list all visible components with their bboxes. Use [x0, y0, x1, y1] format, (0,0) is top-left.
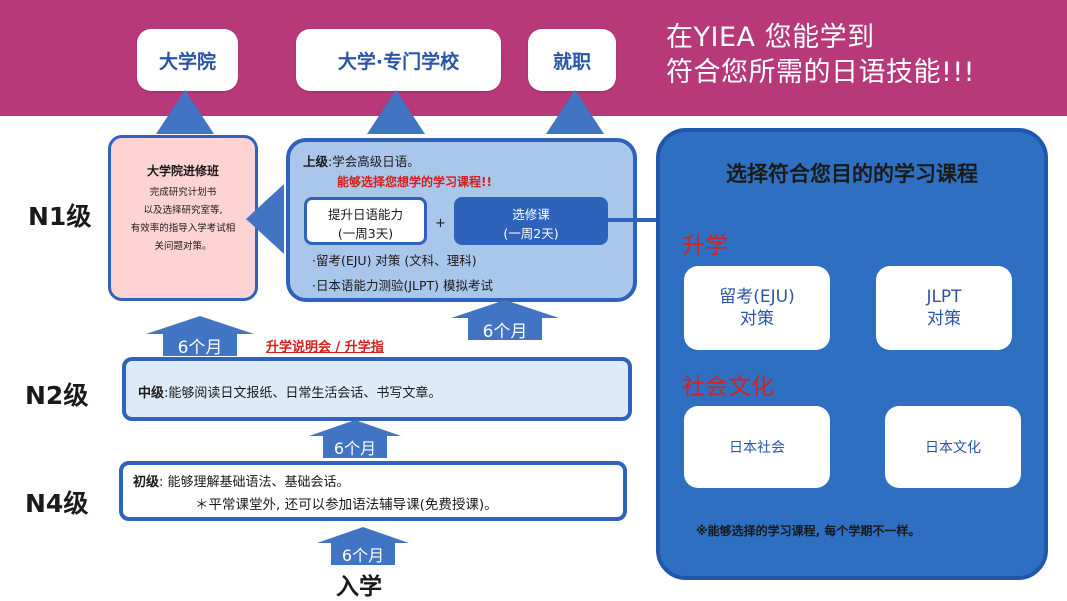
grad-course-box: 大学院进修班 完成研究计划书 以及选择研究室等, 有效率的指导入学考试相 关问题…	[108, 135, 258, 301]
grad-course-desc-1: 完成研究计划书	[149, 187, 217, 198]
course-japanese-improvement: 提升日语能力 (一周3天)	[304, 197, 427, 245]
n2-label: 中级	[138, 386, 165, 401]
n2-course-box: 中级:能够阅读日文报纸、日常生活会话、书写文章。	[122, 357, 632, 421]
n1-course-box: 上级:学会高级日语。 能够选择您想学的学习课程!! 提升日语能力 (一周3天) …	[286, 138, 637, 302]
n1-choose-text: 能够选择您想学的学习课程!!	[337, 175, 492, 189]
n4-desc-2: ＊平常课堂外, 还可以参加语法辅导课(免费授课)。	[195, 497, 498, 513]
grad-course-desc-2: 以及选择研究室等,	[143, 205, 223, 216]
n2-text: 中级:能够阅读日文报纸、日常生活会话、书写文章。	[138, 382, 441, 401]
arrow-6months-to-n2: 6个月	[309, 420, 401, 458]
section-social-culture: 社会文化	[682, 374, 774, 400]
arrow-to-grad-course-icon	[246, 184, 284, 254]
arrow-to-grad-icon	[156, 90, 214, 134]
card-eju[interactable]: 留考(EJU) 对策	[684, 266, 830, 350]
dest-graduate-school: 大学院	[137, 29, 238, 91]
grad-course-desc-4: 关问题对策。	[154, 241, 212, 252]
course-a-sub: (一周3天)	[337, 226, 394, 241]
course-b-sub: (一周2天)	[503, 226, 559, 241]
grad-course-desc-3: 有效率的指导入学考试相	[130, 223, 236, 234]
level-n1: N1级	[28, 202, 92, 231]
n4-line1: 初级: 能够理解基础语法、基础会话。	[133, 471, 350, 490]
arrow-head-icon	[146, 316, 254, 334]
course-elective: 选修课 (一周2天)	[454, 197, 608, 245]
n4-course-box: 初级: 能够理解基础语法、基础会话。 ＊平常课堂外, 还可以参加语法辅导课(免费…	[119, 461, 627, 521]
dest-university: 大学·专门学校	[296, 29, 501, 91]
arrow-to-univ-icon	[367, 90, 425, 134]
arrow-label: 6个月	[331, 543, 395, 565]
arrow-head-icon	[309, 420, 401, 436]
card-eju-line2: 对策	[740, 309, 774, 329]
card-japanese-culture[interactable]: 日本文化	[885, 406, 1021, 488]
n2-desc: :能够阅读日文报纸、日常生活会话、书写文章。	[164, 386, 442, 401]
card-jlpt-line1: JLPT	[926, 287, 962, 307]
arrow-head-icon	[451, 300, 559, 318]
arrow-6months-to-n1: 6个月	[451, 300, 559, 342]
grad-course-title: 大学院进修班	[146, 164, 219, 178]
headline-line2: 符合您所需的日语技能!!!	[666, 57, 975, 88]
card-eju-line1: 留考(EJU)	[719, 287, 795, 307]
course-options-panel: 选择符合您目的的学习课程 升学 留考(EJU) 对策 JLPT 对策 社会文化 …	[656, 128, 1048, 580]
arrow-6months-to-n4: 6个月	[317, 527, 409, 565]
card-society-label: 日本社会	[729, 440, 785, 456]
connector-line	[606, 218, 658, 222]
n1-bullet-jlpt: ·日本语能力测验(JLPT) 模拟考试	[312, 278, 494, 293]
n1-bullet-eju: ·留考(EJU) 对策 (文科、理科)	[312, 253, 477, 268]
n1-heading: 上级:学会高级日语。	[303, 151, 420, 170]
section-further-study: 升学	[682, 233, 728, 259]
arrow-head-icon	[317, 527, 409, 543]
arrow-label: 6个月	[323, 436, 387, 458]
arrow-label: 6个月	[468, 318, 542, 342]
course-b-title: 选修课	[512, 207, 550, 222]
info-session-link[interactable]: 升学说明会 / 升学指	[266, 340, 384, 355]
n1-heading-text: :学会高级日语。	[328, 154, 420, 169]
level-n2: N2级	[25, 381, 89, 410]
card-culture-label: 日本文化	[925, 440, 981, 456]
panel-title: 选择符合您目的的学习课程	[726, 162, 978, 186]
card-japanese-society[interactable]: 日本社会	[684, 406, 830, 488]
arrow-label: 6个月	[163, 334, 237, 358]
card-jlpt-line2: 对策	[927, 309, 961, 329]
arrow-6months-to-grad: 6个月	[146, 316, 254, 358]
n4-desc-1: : 能够理解基础语法、基础会话。	[159, 475, 350, 490]
dest-employment: 就职	[528, 29, 616, 91]
level-n4: N4级	[25, 489, 89, 518]
headline-line1: 在YIEA 您能学到	[666, 22, 875, 53]
panel-note: ※能够选择的学习课程, 每个学期不一样。	[696, 524, 921, 538]
arrow-to-job-icon	[546, 90, 604, 134]
headline: 在YIEA 您能学到 符合您所需的日语技能!!!	[666, 20, 1061, 90]
card-jlpt[interactable]: JLPT 对策	[876, 266, 1012, 350]
entry-label: 入学	[336, 574, 382, 600]
n4-label: 初级	[133, 475, 160, 490]
plus-sign: +	[435, 216, 446, 231]
course-a-title: 提升日语能力	[327, 207, 403, 222]
n1-heading-label: 上级	[303, 154, 329, 169]
